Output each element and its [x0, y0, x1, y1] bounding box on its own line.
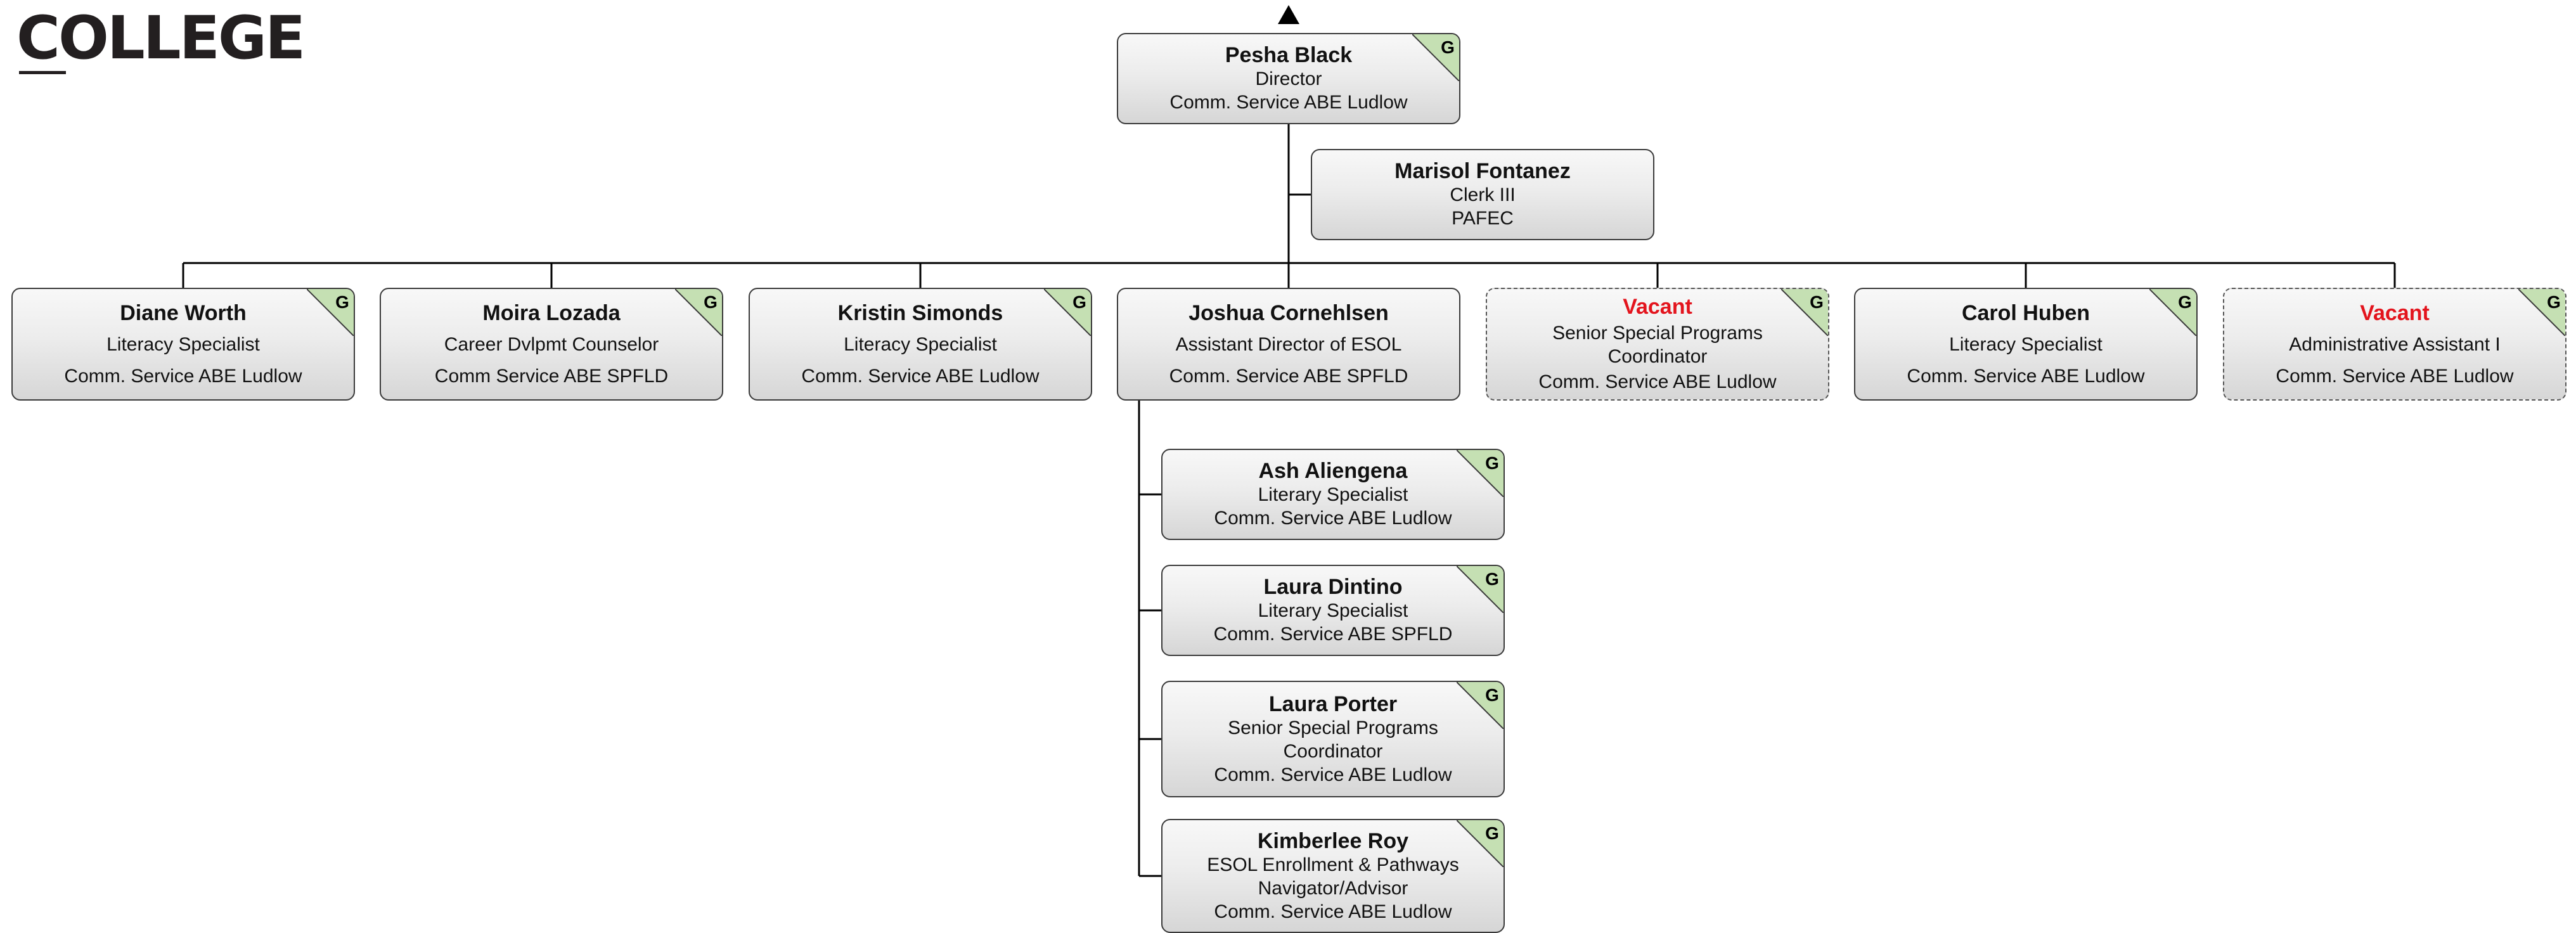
person-dept: Comm. Service ABE SPFLD — [1169, 365, 1408, 387]
badge-letter: G — [1485, 823, 1499, 843]
person-title: Senior Special Programs Coordinator — [1228, 717, 1438, 762]
card-assistant[interactable]: Marisol Fontanez Clerk III PAFEC — [1311, 149, 1654, 240]
card-esol-member[interactable]: Laura Dintino Literary Specialist Comm. … — [1161, 565, 1505, 656]
g-badge-icon: G — [2149, 289, 2196, 336]
logo-underline — [19, 71, 66, 74]
person-name: Pesha Black — [1225, 43, 1353, 67]
card-report-vacant[interactable]: Vacant Senior Special Programs Coordinat… — [1486, 288, 1829, 401]
person-name: Diane Worth — [120, 300, 247, 325]
badge-letter: G — [1485, 569, 1499, 589]
person-dept: PAFEC — [1452, 208, 1514, 229]
person-dept: Comm. Service ABE Ludlow — [1214, 508, 1452, 529]
card-esol-member[interactable]: Kimberlee Roy ESOL Enrollment & Pathways… — [1161, 819, 1505, 933]
badge-letter: G — [704, 292, 718, 312]
card-report[interactable]: Kristin Simonds Literacy Specialist Comm… — [749, 288, 1092, 401]
card-report-vacant[interactable]: Vacant Administrative Assistant I Comm. … — [2223, 288, 2566, 401]
person-name: Laura Dintino — [1263, 575, 1403, 599]
card-report[interactable]: Moira Lozada Career Dvlpmt Counselor Com… — [380, 288, 723, 401]
person-title: Clerk III — [1450, 184, 1516, 205]
person-name: Laura Porter — [1268, 692, 1398, 716]
person-name: Joshua Cornehlsen — [1188, 300, 1389, 325]
g-badge-icon: G — [1457, 820, 1504, 867]
person-name: Marisol Fontanez — [1394, 159, 1571, 183]
person-dept: Comm. Service ABE Ludlow — [2276, 365, 2514, 387]
g-badge-icon: G — [307, 289, 354, 336]
person-title: Senior Special Programs Coordinator — [1552, 322, 1763, 367]
badge-letter: G — [1485, 453, 1499, 473]
person-name: Ash Aliengena — [1258, 459, 1408, 483]
g-badge-icon: G — [2518, 289, 2565, 336]
g-badge-icon: G — [1781, 289, 1828, 336]
card-report[interactable]: Joshua Cornehlsen Assistant Director of … — [1117, 288, 1460, 401]
g-badge-icon: G — [1457, 682, 1504, 729]
person-title: Literacy Specialist — [106, 334, 260, 355]
person-title: Literacy Specialist — [844, 334, 997, 355]
person-dept: Comm. Service ABE Ludlow — [1214, 764, 1452, 785]
g-badge-icon: G — [675, 289, 722, 336]
person-dept: Comm. Service ABE SPFLD — [1213, 624, 1453, 645]
person-name: Carol Huben — [1961, 300, 2090, 325]
badge-letter: G — [1441, 37, 1455, 57]
person-dept: Comm. Service ABE Ludlow — [1169, 92, 1408, 113]
card-report[interactable]: Carol Huben Literacy Specialist Comm. Se… — [1854, 288, 2198, 401]
person-name: Kristin Simonds — [837, 300, 1003, 325]
g-badge-icon: G — [1412, 34, 1459, 81]
person-title: Director — [1255, 68, 1322, 89]
person-dept: Comm. Service ABE Ludlow — [1907, 365, 2145, 387]
g-badge-icon: G — [1457, 566, 1504, 613]
badge-letter: G — [1072, 292, 1086, 312]
card-director[interactable]: Pesha Black Director Comm. Service ABE L… — [1117, 33, 1460, 124]
person-title: Literacy Specialist — [1949, 334, 2103, 355]
person-name: Vacant — [2360, 300, 2430, 325]
person-title: Assistant Director of ESOL — [1175, 334, 1402, 355]
person-dept: Comm. Service ABE Ludlow — [1538, 371, 1777, 392]
college-logo: COLLEGE — [16, 4, 306, 73]
person-title: Administrative Assistant I — [2289, 334, 2501, 355]
person-name: Vacant — [1623, 295, 1692, 319]
person-title: Literary Specialist — [1258, 600, 1408, 621]
person-dept: Comm Service ABE SPFLD — [434, 365, 669, 387]
person-dept: Comm. Service ABE Ludlow — [1214, 901, 1452, 922]
badge-letter: G — [2178, 292, 2192, 312]
person-title: Career Dvlpmt Counselor — [444, 334, 659, 355]
g-badge-icon: G — [1457, 450, 1504, 497]
badge-letter: G — [1485, 685, 1499, 705]
card-report[interactable]: Diane Worth Literacy Specialist Comm. Se… — [11, 288, 355, 401]
badge-letter: G — [2547, 292, 2561, 312]
person-name: Kimberlee Roy — [1257, 828, 1409, 853]
person-dept: Comm. Service ABE Ludlow — [801, 365, 1040, 387]
g-badge-icon: G — [1044, 289, 1091, 336]
badge-letter: G — [335, 292, 349, 312]
person-name: Moira Lozada — [482, 300, 621, 325]
person-dept: Comm. Service ABE Ludlow — [64, 365, 302, 387]
person-title: ESOL Enrollment & Pathways Navigator/Adv… — [1207, 854, 1459, 899]
card-esol-member[interactable]: Ash Aliengena Literary Specialist Comm. … — [1161, 449, 1505, 540]
badge-letter: G — [1810, 292, 1824, 312]
card-esol-member[interactable]: Laura Porter Senior Special Programs Coo… — [1161, 681, 1505, 797]
person-title: Literary Specialist — [1258, 484, 1408, 505]
up-arrow-icon[interactable] — [1278, 5, 1299, 24]
